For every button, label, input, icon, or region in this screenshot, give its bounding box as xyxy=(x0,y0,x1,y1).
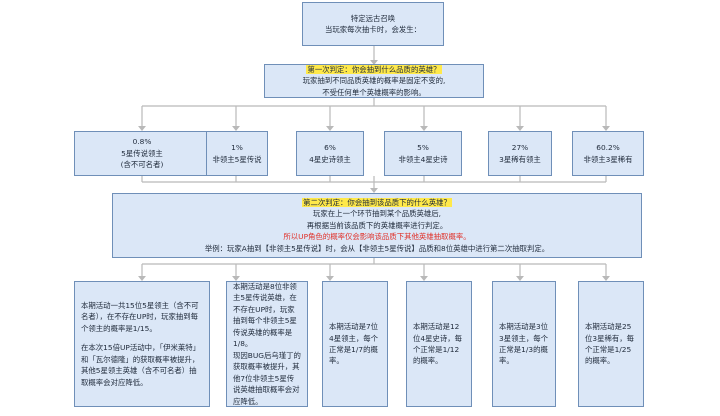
result-paragraph: 本期活动是12位4星史诗，每个正常是1/12的概率。 xyxy=(413,322,463,366)
tier-name: 3星稀有领主 xyxy=(499,154,541,164)
root-node: 特定远古召唤 当玩家每次抽卡时，会发生： xyxy=(302,2,444,46)
tier-node: 0.8% 5星传说领主 (含不可名者) xyxy=(74,131,210,176)
tier-name: 非领主5星传说 xyxy=(212,154,262,164)
second-judgement-red-note: 所以UP角色的概率仅会影响该品质下其他英雄抽取概率。 xyxy=(283,232,471,242)
second-judgement-line-1: 玩家在上一个环节抽到某个品质英雄后, xyxy=(313,209,441,219)
result-paragraph: 本期活动是25位3星稀有，每个正常是1/25的概率。 xyxy=(585,322,635,366)
result-paragraph: 在本次15倍UP活动中，「伊米莱特」和「瓦尔德隆」的获取概率被提升，其他5星领主… xyxy=(81,343,201,387)
first-judgement-line-2: 不受任何单个英雄概率的影响。 xyxy=(322,87,426,97)
tier-node: 60.2% 非领主3星稀有 xyxy=(572,131,644,176)
result-paragraph: 本期活动是7位4星领主，每个正常是1/7的概率。 xyxy=(329,322,379,366)
tier-name: 4星史诗领主 xyxy=(309,154,351,164)
tier-pct: 27% xyxy=(511,143,529,153)
tier-node: 5% 非领主4星史诗 xyxy=(384,131,462,176)
tier-note: (含不可名者) xyxy=(120,160,164,170)
tier-name: 非领主4星史诗 xyxy=(398,154,448,164)
second-judgement-node: 第二次判定：你会抽到该品质下的什么英雄？ 玩家在上一个环节抽到某个品质英雄后, … xyxy=(112,193,642,258)
result-node: 本期活动是3位3星领主，每个正常是1/3的概率。 xyxy=(492,281,556,407)
second-judgement-line-2: 再根据当前该品质下的英雄概率进行判定。 xyxy=(306,220,448,230)
tier-pct: 5% xyxy=(417,143,429,153)
tier-pct: 0.8% xyxy=(132,137,152,147)
second-judgement-heading: 第二次判定：你会抽到该品质下的什么英雄？ xyxy=(302,197,452,207)
result-paragraph: 本期活动是8位非领主5星传说英雄，在不存在UP时，玩家抽到每个非领主5星传说英雄… xyxy=(233,281,297,349)
first-judgement-node: 第一次判定：你会抽到什么品质的英雄？ 玩家抽到不同品质英雄的概率是固定不变的, … xyxy=(264,64,484,98)
first-judgement-heading: 第一次判定：你会抽到什么品质的英雄？ xyxy=(306,64,442,74)
result-paragraph: 本期活动一共15位5星领主（含不可名者），在不存在UP时，玩家抽到每个领主的概率… xyxy=(81,300,199,333)
result-node: 本期活动是25位3星稀有，每个正常是1/25的概率。 xyxy=(578,281,644,407)
root-title: 特定远古召唤 xyxy=(350,13,396,23)
result-node: 本期活动是7位4星领主，每个正常是1/7的概率。 xyxy=(322,281,388,407)
result-node: 本期活动是8位非领主5星传说英雄，在不存在UP时，玩家抽到每个非领主5星传说英雄… xyxy=(226,281,308,407)
root-text: 当玩家每次抽卡时，会发生： xyxy=(324,25,422,34)
result-paragraph: 现因BUG后乌瑾丁的获取概率被提升，其他7位非领主5星传说英雄抽取概率会对应降低… xyxy=(233,350,301,406)
tier-node: 6% 4星史诗领主 xyxy=(296,131,364,176)
tier-node: 27% 3星稀有领主 xyxy=(488,131,552,176)
tier-name: 5星传说领主 xyxy=(121,148,163,158)
tier-pct: 6% xyxy=(324,143,336,153)
tier-pct: 60.2% xyxy=(596,143,620,153)
tier-node: 1% 非领主5星传说 xyxy=(206,131,268,176)
result-node: 本期活动是12位4星史诗，每个正常是1/12的概率。 xyxy=(406,281,472,407)
result-paragraph: 本期活动是3位3星领主，每个正常是1/3的概率。 xyxy=(499,322,549,366)
first-judgement-line-1: 玩家抽到不同品质英雄的概率是固定不变的, xyxy=(302,76,446,86)
second-judgement-example: 举例：玩家A抽到【非领主5星传说】时，会从【非领主5星传说】品质和8位英雄中进行… xyxy=(204,243,550,253)
result-node: 本期活动一共15位5星领主（含不可名者），在不存在UP时，玩家抽到每个领主的概率… xyxy=(74,281,210,407)
tier-pct: 1% xyxy=(231,143,243,153)
tier-name: 非领主3星稀有 xyxy=(583,154,633,164)
